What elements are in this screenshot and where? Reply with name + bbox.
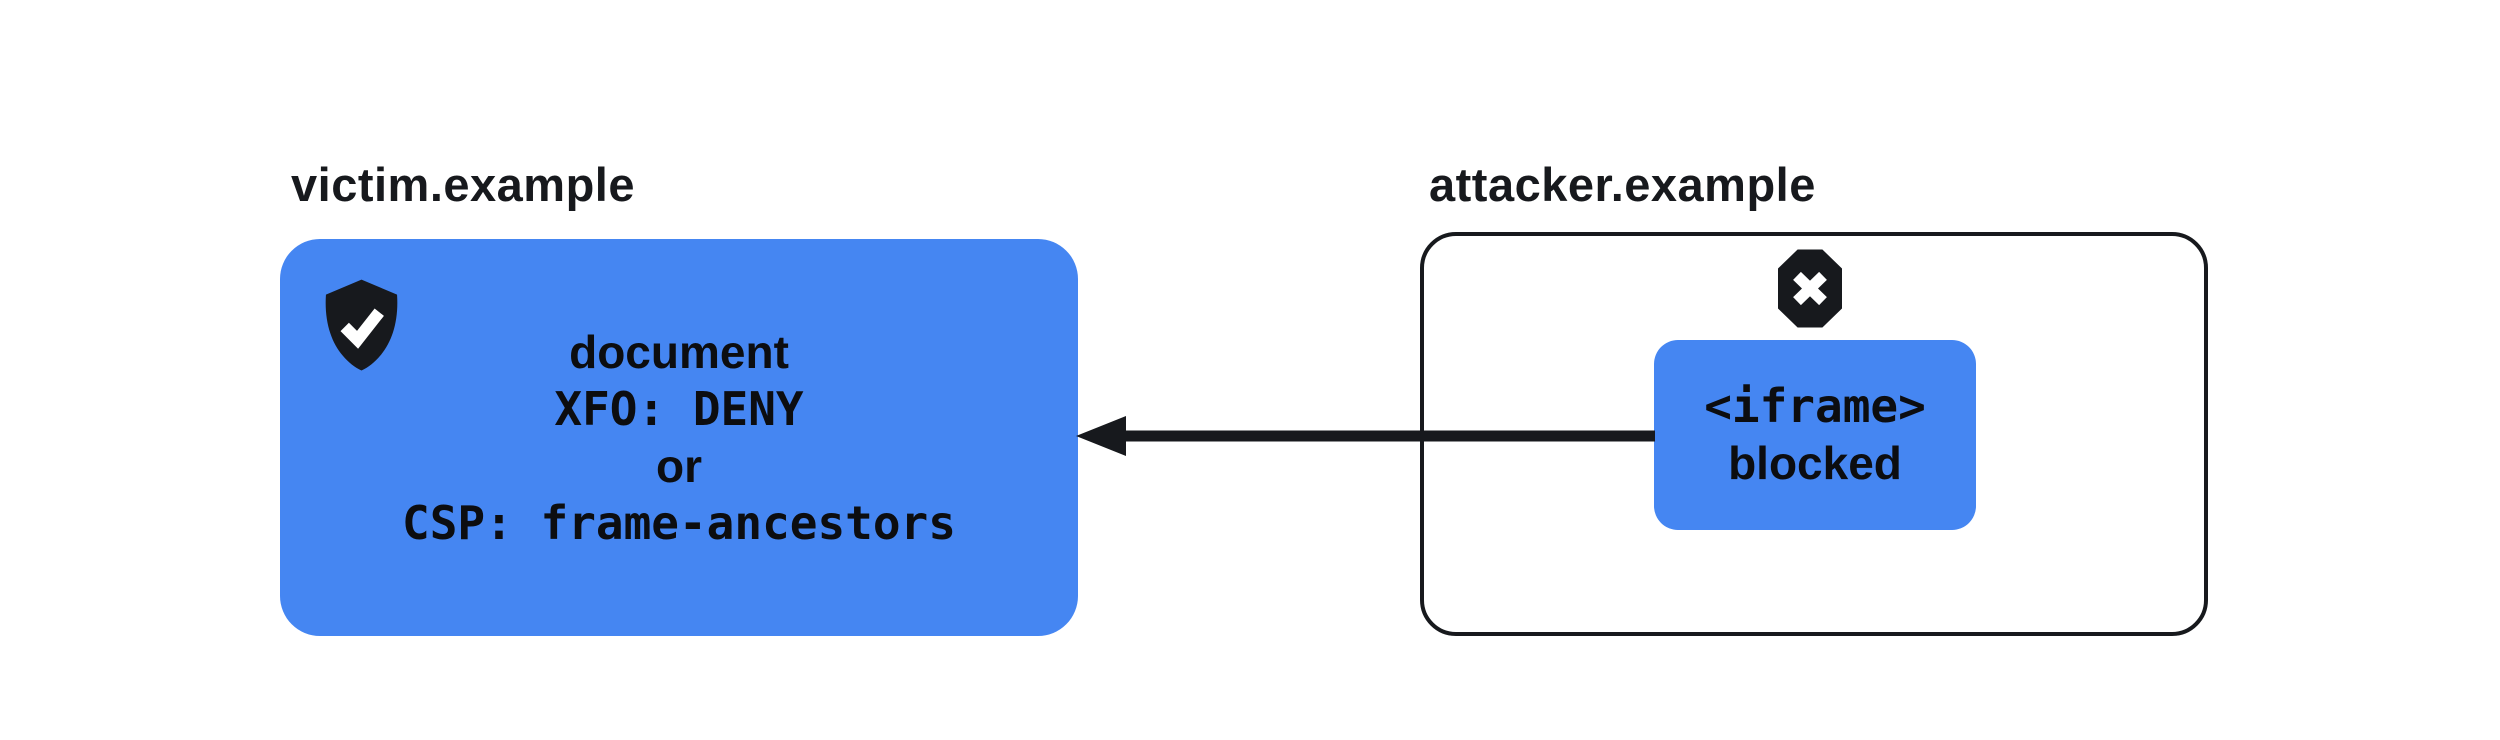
iframe-tag-label: <iframe> <box>1704 379 1926 433</box>
victim-domain-label: victim.example <box>291 158 636 211</box>
iframe-blocked-label: blocked <box>1728 437 1902 489</box>
blocked-x-icon <box>1777 248 1843 329</box>
victim-line-document: document <box>569 325 789 378</box>
shield-check-icon <box>322 277 401 375</box>
victim-line-xfo-deny: XFO: DENY <box>554 381 804 436</box>
attacker-page-box: <iframe> blocked <box>1420 232 2208 636</box>
iframe-blocked-box: <iframe> blocked <box>1654 340 1976 530</box>
victim-document-box: document XFO: DENY or CSP: frame-ancesto… <box>280 239 1078 636</box>
blocked-request-arrow <box>1076 416 1655 456</box>
victim-line-csp-frame-ancestors: CSP: frame-ancestors <box>402 495 956 550</box>
attacker-domain-label: attacker.example <box>1429 158 1816 211</box>
victim-line-or: or <box>656 439 702 492</box>
